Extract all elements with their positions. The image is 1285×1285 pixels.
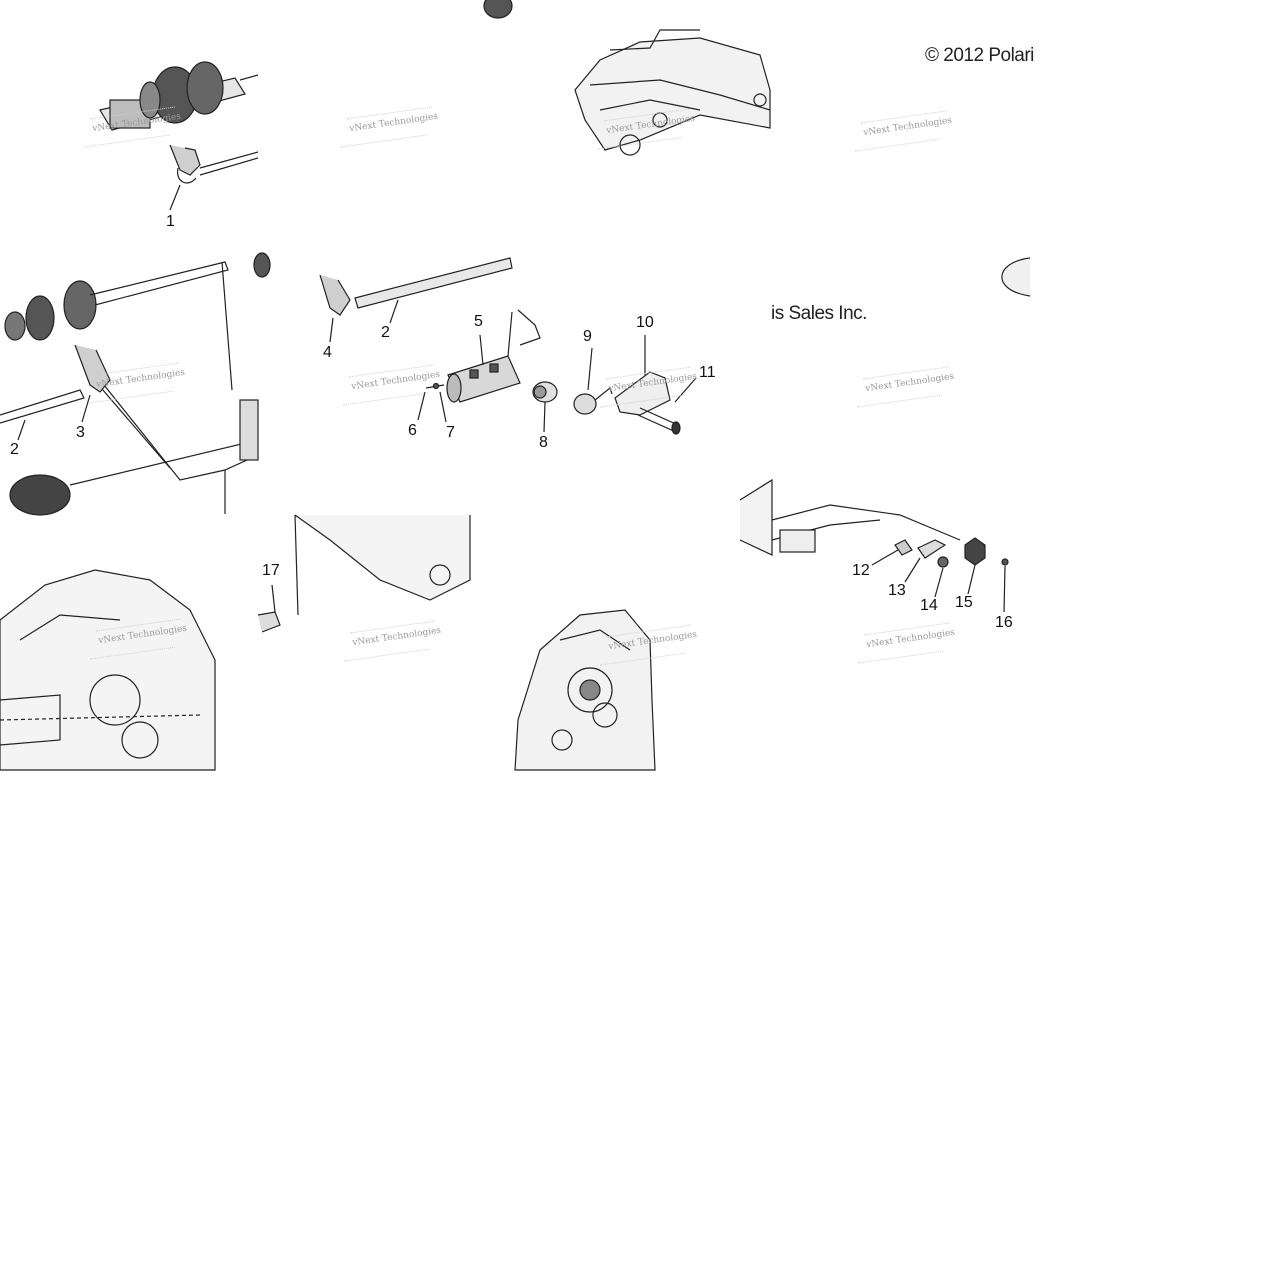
shift-linkage (739, 478, 1009, 613)
shift-rod-2 (354, 257, 513, 324)
spring-9 (573, 347, 613, 415)
callout-7: 7 (446, 424, 455, 441)
shift-fork-4 (319, 274, 351, 343)
housing-cover (257, 514, 471, 633)
callout-14: 14 (920, 597, 938, 614)
callout-2-center: 2 (381, 324, 390, 341)
callout-15: 15 (955, 594, 973, 611)
callout-16: 16 (995, 614, 1013, 631)
callout-9: 9 (583, 328, 592, 345)
callout-13: 13 (888, 582, 906, 599)
callout-3: 3 (76, 424, 85, 441)
callout-12: 12 (852, 562, 870, 579)
transmission-shaft-middle (0, 261, 259, 516)
callout-11: 11 (699, 364, 716, 381)
shift-drum-5 (446, 311, 521, 403)
callout-10: 10 (636, 314, 654, 331)
callout-1: 1 (166, 213, 175, 230)
shift-fork-1 (169, 144, 201, 211)
callout-17: 17 (262, 562, 280, 579)
callout-8: 8 (539, 434, 548, 451)
crankcase-lower-left (0, 569, 216, 771)
copyright-text-part-1: © 2012 Polari (925, 45, 1034, 66)
callout-5: 5 (474, 313, 483, 330)
callout-2-left: 2 (10, 441, 19, 458)
drum-pin-6-7 (417, 382, 447, 423)
bearing-8 (532, 381, 558, 433)
callout-6: 6 (408, 422, 417, 439)
copyright-text-part-2: is Sales Inc. (771, 303, 867, 324)
callout-4: 4 (323, 344, 332, 361)
